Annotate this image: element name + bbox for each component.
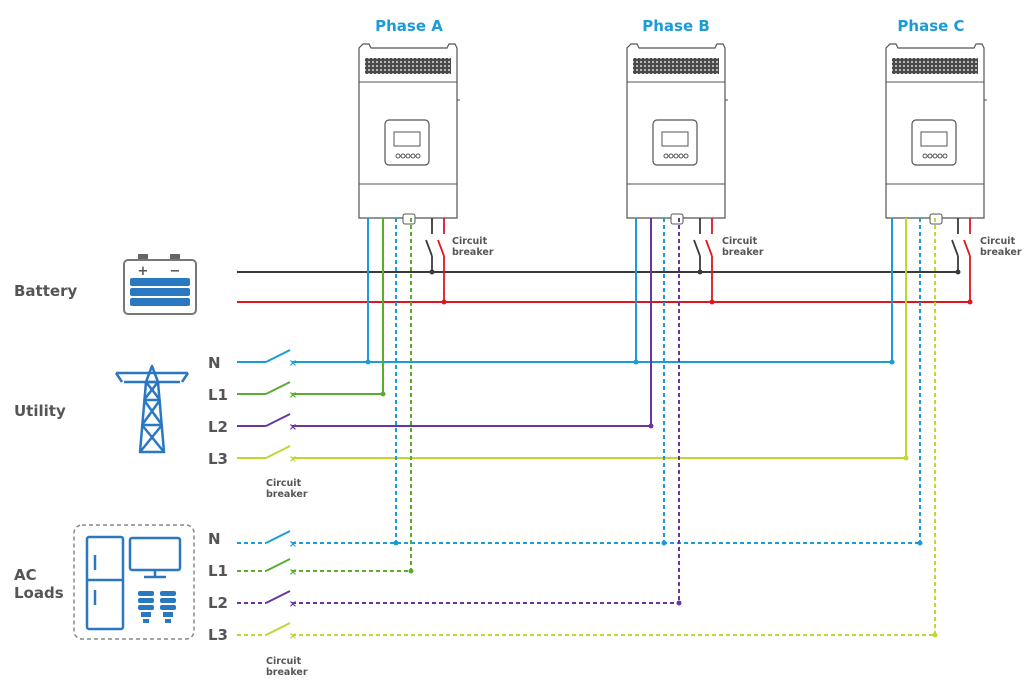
load-switch-l2 [265,590,291,604]
battery-label: Battery [14,282,77,300]
load-switch-l3 [265,622,291,636]
load-switch-n [265,530,291,544]
battery-breaker-phase-a [425,218,447,305]
svg-text:×: × [289,422,297,433]
battery-icon: + − [123,254,197,315]
utility-breaker-label: Circuit [266,478,302,489]
load-wire-label-l3: L3 [208,626,228,644]
inverter-phase-a [358,43,460,225]
breaker-label-phase-c-line2: breaker [980,247,1022,258]
utility-breaker-label-line2: breaker [266,489,308,500]
utility-wire-label-n: N [208,354,221,372]
breaker-label-phase-b: Circuit [722,236,758,247]
inverter-phase-c [885,43,987,225]
breaker-label-phase-a: Circuit [452,236,488,247]
load-wire-label-n: N [208,530,221,548]
utility-wire-label-l1: L1 [208,386,228,404]
utility-label: Utility [14,402,66,420]
utility-switch-l3 [265,445,291,459]
load-wire-label-l1: L1 [208,562,228,580]
svg-text:×: × [289,567,297,578]
phase-a-title: Phase A [375,17,443,35]
svg-text:−: − [170,264,181,279]
load-switch-l1 [265,558,291,572]
svg-text:×: × [289,454,297,465]
utility-switch-l1 [265,381,291,395]
ac-loads-label: AC [14,566,37,584]
svg-text:×: × [289,390,297,401]
load-breaker-label: Circuit [266,656,302,667]
utility-wire-label-l3: L3 [208,450,228,468]
breaker-label-phase-b-line2: breaker [722,247,764,258]
utility-tower-icon [114,364,190,454]
phase-b-title: Phase B [642,17,710,35]
battery-breaker-phase-b [693,218,715,305]
utility-switch-n [265,349,291,363]
svg-text:×: × [289,358,297,369]
utility-wire-label-l2: L2 [208,418,228,436]
svg-text:×: × [289,539,297,550]
svg-text:×: × [289,599,297,610]
ac-loads-label-line2: Loads [14,584,64,602]
battery-breaker-phase-c [951,218,973,305]
load-wire-label-l2: L2 [208,594,228,612]
ac-loads-icon [73,524,195,640]
utility-switch-l2 [265,413,291,427]
svg-text:+: + [138,264,149,279]
breaker-label-phase-a-line2: breaker [452,247,494,258]
inverter-phase-b [626,43,728,225]
svg-text:×: × [289,631,297,642]
breaker-label-phase-c: Circuit [980,236,1016,247]
phase-c-title: Phase C [897,17,964,35]
load-breaker-label-line2: breaker [266,667,308,678]
